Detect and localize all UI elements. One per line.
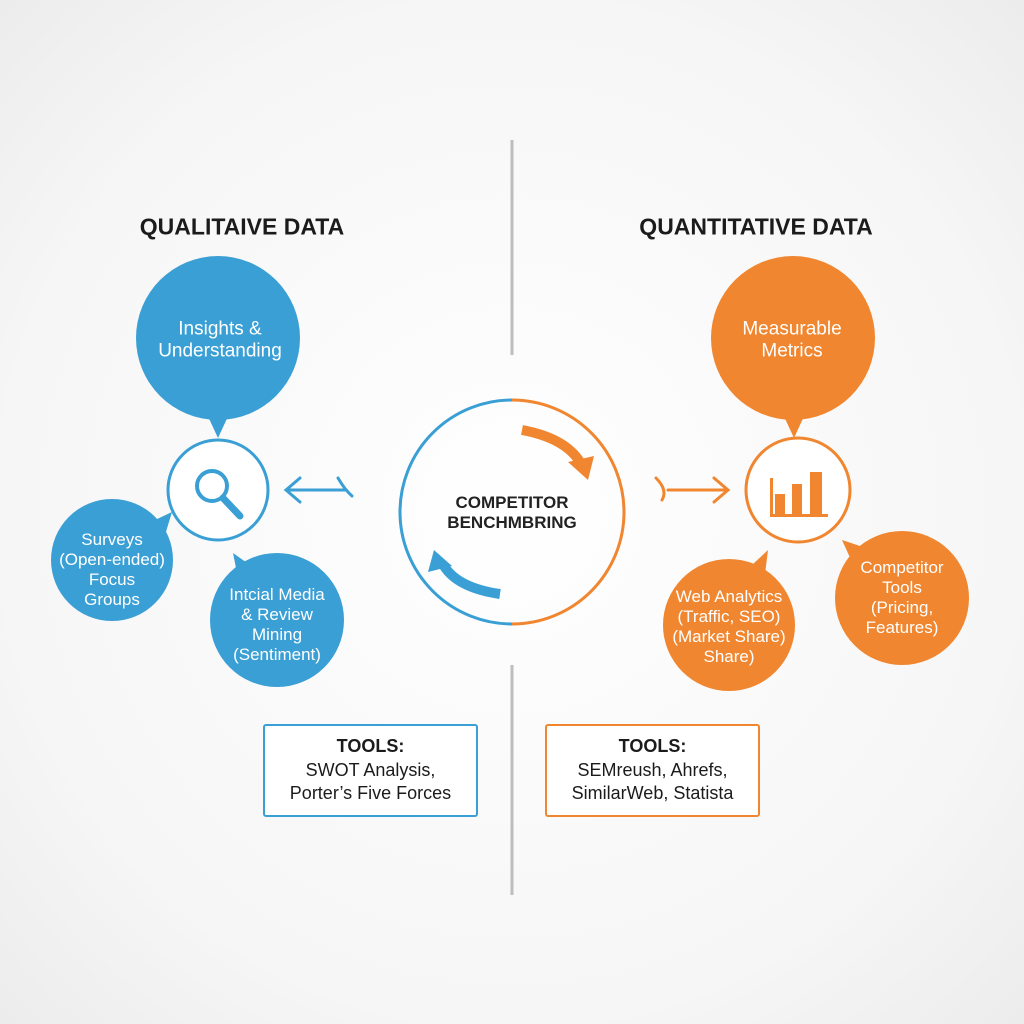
- web-analytics-bubble: [663, 550, 795, 691]
- center-line: COMPETITOR: [455, 492, 569, 512]
- bubble-line: Web Analytics: [675, 586, 783, 606]
- bubble-line: Competitor: [860, 557, 944, 577]
- left-arrow-icon: [283, 476, 354, 504]
- magnifier-circle: [166, 438, 270, 542]
- social-media-text: Intcial Media & Review Mining (Sentiment…: [229, 585, 324, 665]
- bubble-line: Features): [865, 618, 939, 638]
- metrics-text: Measurable Metrics: [742, 319, 841, 364]
- bubble-line: (Traffic, SEO): [677, 606, 781, 626]
- metrics-bubble: [711, 256, 875, 438]
- web-analytics-text: Web Analytics (Traffic, SEO) (Market Sha…: [672, 587, 785, 667]
- tools-heading: TOOLS:: [336, 736, 405, 757]
- insights-bubble: [136, 256, 300, 438]
- tools-line: SimilarWeb, Statista: [571, 783, 734, 804]
- surveys-bubble: [51, 499, 173, 621]
- center-line: BENCHMBRING: [447, 513, 577, 532]
- competitor-tools-bubble: [835, 531, 969, 665]
- bubble-line: & Review: [241, 604, 313, 624]
- insights-line: Understanding: [158, 341, 282, 362]
- bubble-line: Groups: [84, 590, 140, 610]
- insights-line: Insights &: [178, 318, 262, 340]
- metrics-line: Measurable: [742, 318, 842, 340]
- bubble-line: Tools: [882, 577, 922, 597]
- qualitative-title: QUALITAIVE DATA: [139, 213, 345, 240]
- bubble-line: Focus: [88, 570, 136, 589]
- social-media-bubble: [210, 553, 344, 687]
- quantitative-tools-box: TOOLS: SEMreush, Ahrefs, SimilarWeb, Sta…: [545, 724, 760, 817]
- magnifier-icon: [195, 469, 244, 520]
- bubble-line: (Sentiment): [233, 645, 321, 665]
- tools-line: Porter’s Five Forces: [289, 783, 452, 804]
- cycle-arrow-orange-icon: [521, 425, 594, 480]
- bubble-line: (Open-ended): [59, 549, 165, 569]
- tools-heading: TOOLS:: [618, 736, 687, 757]
- surveys-text: Surveys (Open-ended) Focus Groups: [59, 530, 165, 610]
- metrics-line: Metrics: [761, 341, 823, 362]
- tools-line: SEMreush, Ahrefs,: [577, 759, 728, 780]
- quantitative-title: QUANTITATIVE DATA: [639, 213, 873, 240]
- bubble-line: (Pricing,: [870, 598, 934, 617]
- bubble-line: Intcial Media: [229, 584, 325, 604]
- insights-text: Insights & Understanding: [158, 319, 282, 364]
- competitor-tools-text: Competitor Tools (Pricing, Features): [860, 558, 943, 638]
- bubble-line: Share): [703, 647, 755, 667]
- bar-chart-icon: [770, 472, 828, 517]
- cycle-arrow-blue-icon: [428, 550, 501, 599]
- bubble-line: Surveys: [81, 529, 143, 549]
- bubble-line: Mining: [251, 625, 303, 644]
- center-label: COMPETITOR BENCHMBRING: [447, 493, 576, 533]
- tools-line: SWOT Analysis,: [305, 759, 436, 780]
- bubble-line: (Market Share): [672, 627, 786, 646]
- qualitative-tools-box: TOOLS: SWOT Analysis, Porter’s Five Forc…: [263, 724, 478, 817]
- right-arrow-icon: [654, 476, 731, 504]
- benchmarking-circle: [398, 398, 626, 626]
